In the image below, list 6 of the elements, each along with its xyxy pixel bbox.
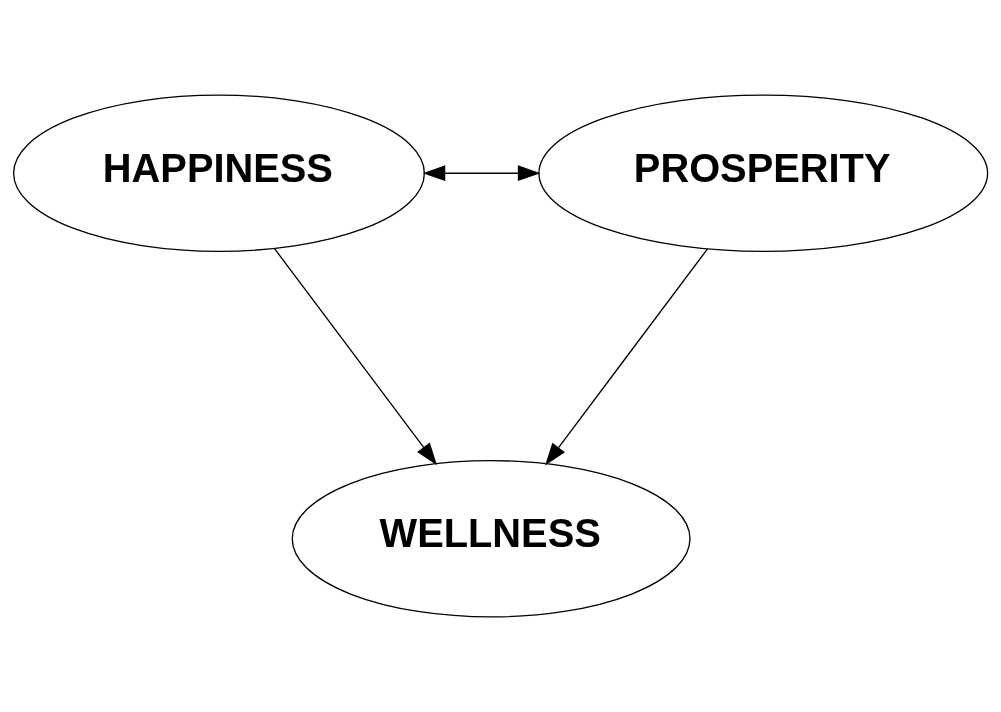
arrow [273, 247, 437, 466]
arrow [422, 165, 541, 182]
node-ellipse: HAPPINESS [12, 94, 426, 253]
node-ellipse: PROSPERITY [538, 94, 989, 253]
node-ellipse: WELLNESS [291, 459, 691, 618]
arrow [545, 248, 709, 466]
